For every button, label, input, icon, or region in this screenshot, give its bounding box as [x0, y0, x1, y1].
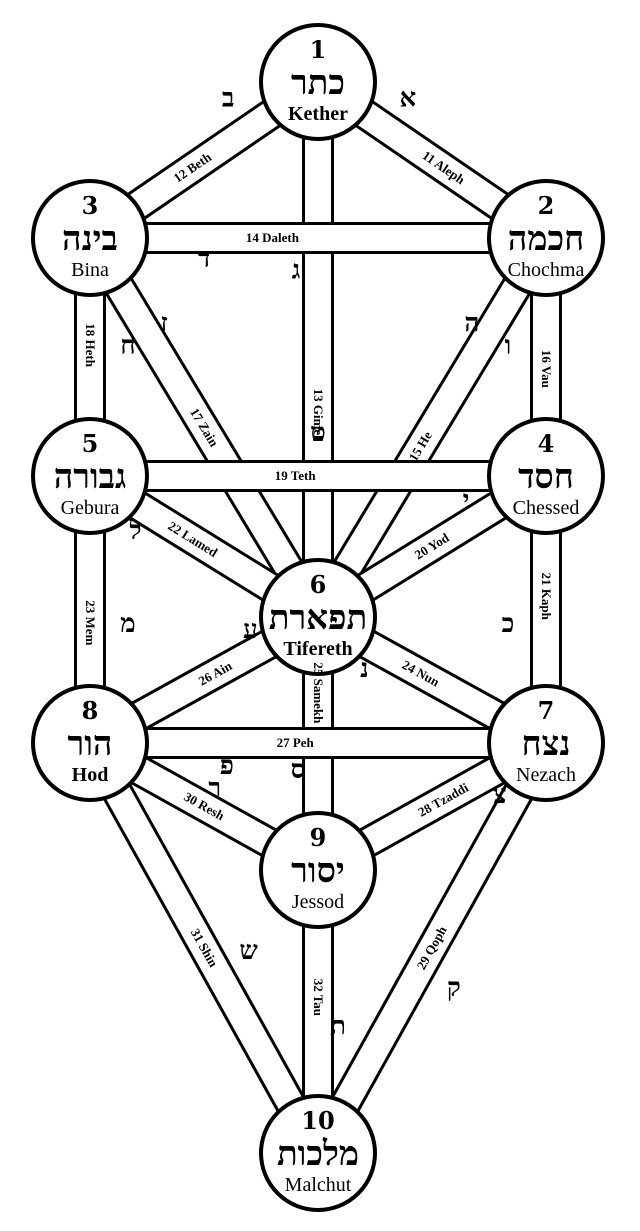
- sephira-circle-1: [259, 23, 377, 141]
- sephira-hebrew: חכמה: [508, 219, 584, 259]
- sephira-number: 8: [82, 696, 99, 725]
- path-letter-11: א: [400, 83, 417, 113]
- sephira-hebrew: גבורה: [54, 457, 127, 497]
- sephira-name: Gebura: [61, 497, 120, 519]
- path-letter-22: ל: [128, 516, 141, 546]
- sephira-name: Kether: [288, 103, 348, 125]
- path-letter-31: ש: [239, 936, 258, 966]
- sephira-name: Tifereth: [283, 638, 352, 660]
- sephira-circle-8: [31, 684, 149, 802]
- path-letter-25: ס: [291, 755, 306, 785]
- sephira-circle-6: [259, 558, 377, 676]
- path-letter-26: ע: [243, 615, 258, 645]
- sephira-number: 2: [538, 191, 555, 220]
- path-letter-17: ז: [161, 308, 168, 338]
- path-label-21: 21 Kaph: [539, 572, 554, 620]
- path-letter-27: פ: [220, 751, 234, 781]
- path-letter-12: ב: [222, 83, 235, 113]
- path-letter-13: ג: [292, 255, 301, 285]
- sephira-number: 7: [538, 696, 555, 725]
- path-letter-23: מ: [120, 609, 135, 639]
- sephira-hebrew: תפארת: [269, 598, 368, 638]
- sephira-name: Nezach: [516, 764, 576, 786]
- path-label-19: 19 Teth: [275, 468, 317, 483]
- sephira-hebrew: יסור: [291, 851, 345, 891]
- sephira-circle-7: [487, 684, 605, 802]
- sephira-name: Bina: [71, 259, 109, 281]
- sephira-hebrew: נצח: [522, 724, 571, 764]
- sephiroth-layer: [31, 23, 605, 1212]
- path-letter-19: ט: [310, 418, 326, 448]
- path-label-14: 14 Daleth: [246, 230, 300, 245]
- path-letter-18: ח: [120, 331, 135, 361]
- sephira-circle-9: [259, 811, 377, 929]
- path-letter-32: ת: [330, 1012, 346, 1042]
- path-29: [304, 735, 560, 1161]
- sephira-hebrew: מלכות: [277, 1134, 359, 1174]
- sephira-number: 4: [538, 429, 555, 458]
- sephira-circle-10: [259, 1094, 377, 1212]
- path-15: [304, 229, 560, 626]
- path-letter-30: ר: [208, 773, 221, 803]
- sephira-name: Jessod: [292, 891, 344, 913]
- path-letter-15: ה: [464, 308, 479, 338]
- sephira-number: 9: [310, 823, 327, 852]
- sephira-number: 10: [301, 1106, 334, 1135]
- sephira-number: 1: [310, 35, 327, 64]
- path-label-16: 16 Vau: [539, 350, 554, 388]
- path-label-13: 13 Gimel: [311, 389, 326, 440]
- sephira-hebrew: הור: [68, 724, 113, 764]
- path-letter-28: צ: [493, 780, 507, 810]
- sephira-circle-4: [487, 417, 605, 535]
- sephiroth-text-layer: 1כתרKether2חכמהChochma3בינהBina4חסדChess…: [54, 35, 585, 1196]
- sephira-number: 6: [310, 570, 327, 599]
- path-letter-14: ד: [198, 244, 211, 274]
- sephira-circle-3: [31, 179, 149, 297]
- path-letter-21: כ: [502, 609, 515, 639]
- sephira-name: Chessed: [513, 497, 580, 519]
- path-letter-16: ו: [505, 331, 512, 361]
- sephira-name: Malchut: [285, 1174, 352, 1196]
- path-label-32: 32 Tau: [311, 979, 326, 1016]
- path-label-18: 18 Heth: [83, 323, 98, 367]
- sephira-number: 3: [82, 191, 99, 220]
- sephira-number: 5: [82, 429, 99, 458]
- sephira-circle-5: [31, 417, 149, 535]
- sephira-hebrew: כתר: [291, 63, 345, 103]
- sephira-name: Chochma: [508, 259, 585, 281]
- path-label-27: 27 Peh: [277, 735, 315, 750]
- path-31: [76, 735, 332, 1161]
- path-label-25: 25 Samekh: [311, 662, 326, 724]
- sephira-hebrew: בינה: [62, 219, 118, 259]
- path-17: [76, 229, 332, 626]
- path-letter-24: נ: [360, 654, 368, 684]
- path-letter-29: ק: [447, 973, 461, 1003]
- path-label-23: 23 Mem: [83, 600, 98, 645]
- path-letter-20: י: [463, 486, 470, 516]
- sephira-name: Hod: [72, 764, 109, 786]
- sephira-circle-2: [487, 179, 605, 297]
- sephira-hebrew: חסד: [518, 457, 574, 497]
